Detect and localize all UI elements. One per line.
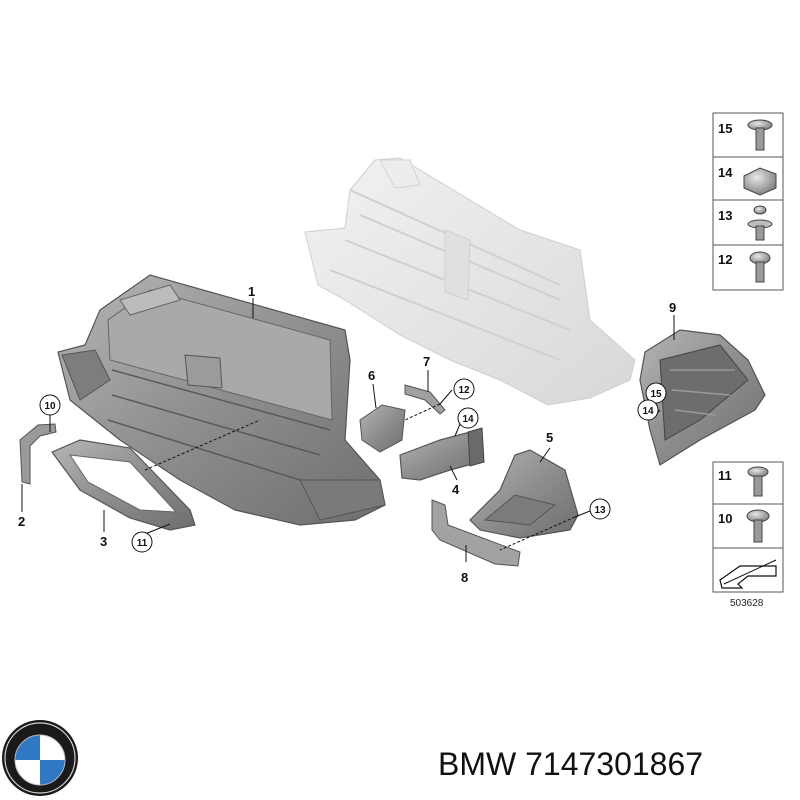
- callout-circle-14-side: 14: [637, 399, 659, 421]
- callout-circle-11: 11: [131, 531, 153, 553]
- air-duct-piece: [399, 427, 485, 481]
- clip-nut-14-icon: [743, 167, 777, 196]
- kit-label-10: 10: [718, 511, 732, 526]
- kit-label-12: 12: [718, 252, 732, 267]
- svg-text:14: 14: [642, 406, 654, 417]
- callout-circle-14-duct: 14: [457, 407, 479, 429]
- clip-bracket: [404, 384, 446, 415]
- washer-screw-13-icon: [747, 205, 773, 241]
- callout-circle-15: 15: [645, 382, 667, 404]
- arrow-symbol-icon: [719, 559, 777, 589]
- kit-label-14: 14: [718, 165, 733, 180]
- callout-2: 2: [18, 514, 25, 529]
- callout-9: 9: [669, 300, 676, 315]
- air-guide-frame: [51, 439, 196, 531]
- reference-number: 503628: [730, 598, 764, 609]
- bolt-10-icon: [746, 509, 770, 543]
- svg-text:12: 12: [458, 385, 470, 396]
- callout-5: 5: [546, 430, 553, 445]
- kit-label-15: 15: [718, 121, 732, 136]
- callout-circle-12: 12: [453, 378, 475, 400]
- screw-12-icon: [749, 251, 771, 283]
- svg-text:10: 10: [44, 401, 56, 412]
- svg-text:14: 14: [462, 414, 474, 425]
- fastener-legend-bottom: 11 10: [712, 461, 784, 593]
- air-duct-main: [57, 274, 386, 526]
- air-guide-right: [469, 449, 579, 539]
- callout-circle-13: 13: [589, 498, 611, 520]
- svg-text:15: 15: [650, 389, 662, 400]
- bracket-lower: [431, 499, 521, 567]
- ghost-air-duct-reference: [304, 157, 636, 406]
- kit-label-13: 13: [718, 208, 732, 223]
- fastener-legend-top: 15 14 13 12: [712, 112, 784, 291]
- bmw-logo-icon: [2, 720, 78, 796]
- air-guide-right-side: [639, 329, 766, 466]
- callout-circle-10: 10: [39, 394, 61, 416]
- svg-text:11: 11: [137, 538, 148, 549]
- bolt-15-icon: [747, 119, 773, 151]
- bracket-small: [359, 404, 406, 453]
- kit-label-11: 11: [718, 468, 732, 483]
- part-callouts: 1 2 3 4 5 6 7 8 9: [18, 284, 676, 585]
- callout-4: 4: [452, 482, 460, 497]
- callout-6: 6: [368, 368, 375, 383]
- circled-callouts: 10 11 12 14 13 15 14: [39, 378, 667, 553]
- callout-7: 7: [423, 354, 430, 369]
- svg-text:13: 13: [594, 505, 606, 516]
- bracket-left: [19, 423, 57, 485]
- callout-3: 3: [100, 534, 107, 549]
- screw-11-icon: [747, 466, 769, 497]
- brand-caption: BMW 7147301867: [438, 746, 703, 782]
- callout-1: 1: [248, 284, 255, 299]
- callout-8: 8: [461, 570, 468, 585]
